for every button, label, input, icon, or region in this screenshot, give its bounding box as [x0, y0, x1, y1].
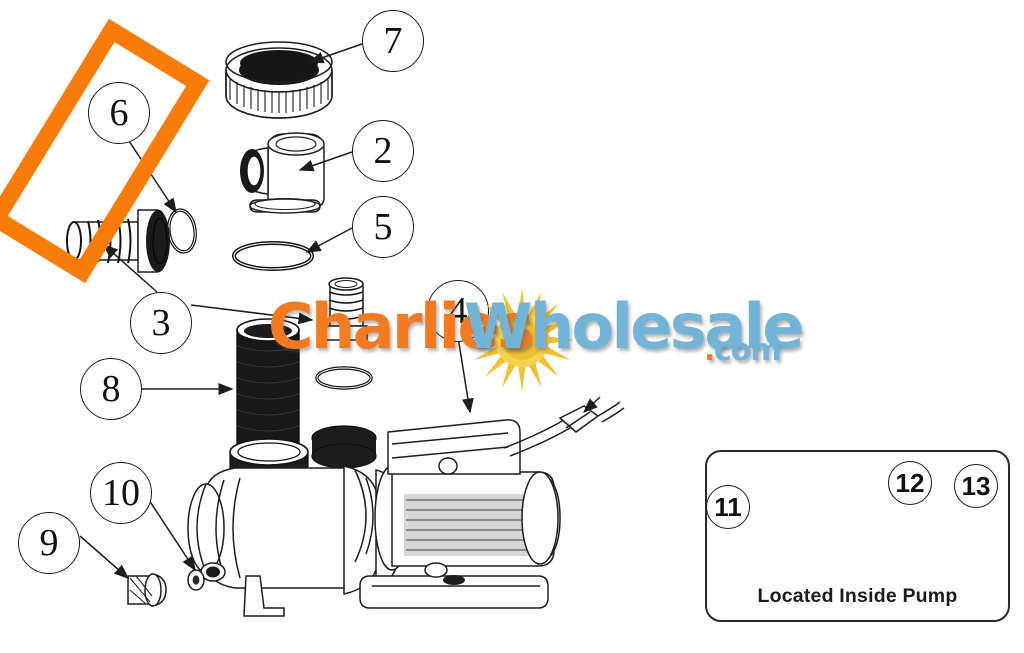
leader-2 — [298, 151, 353, 172]
callout-label: 3 — [151, 302, 171, 344]
leader-9 — [79, 535, 130, 579]
callout-4: 4 — [427, 280, 489, 342]
part-threaded-lid-ring — [225, 41, 333, 119]
leader-7 — [308, 43, 363, 64]
callout-label: 13 — [961, 471, 991, 501]
part-elbow-fitting — [240, 132, 325, 214]
callout-label: 5 — [373, 206, 393, 248]
leader-cord — [582, 396, 601, 414]
callout-8: 8 — [80, 358, 142, 420]
callout-label: 11 — [714, 492, 742, 522]
callout-7: 7 — [362, 10, 424, 72]
part-washer — [187, 569, 205, 591]
callout-label: 8 — [101, 368, 121, 410]
callout-3: 3 — [130, 292, 192, 354]
part-o-ring-large — [232, 241, 314, 271]
callout-label: 10 — [102, 472, 140, 514]
part-suction-barb — [325, 277, 368, 341]
callout-label: 4 — [448, 290, 468, 332]
callout-11: 11 — [706, 485, 750, 529]
inset-caption: Located Inside Pump — [757, 585, 958, 607]
callout-label: 2 — [373, 130, 393, 172]
callout-10: 10 — [90, 462, 152, 524]
part-drain-plug — [127, 573, 167, 607]
callout-label: 6 — [109, 92, 129, 134]
callout-6: 6 — [88, 82, 150, 144]
leader-5 — [305, 227, 353, 253]
callout-2: 2 — [352, 120, 414, 182]
callout-12: 12 — [888, 461, 932, 505]
leader-10 — [146, 496, 196, 572]
callout-label: 12 — [895, 468, 925, 498]
callout-9: 9 — [18, 512, 80, 574]
part-barbed-hose-adapter — [66, 209, 170, 273]
part-o-ring-medium — [315, 366, 373, 390]
callout-label: 7 — [383, 20, 403, 62]
callout-5: 5 — [352, 196, 414, 258]
leader-3a — [190, 304, 314, 325]
leader-3b — [102, 244, 158, 293]
callout-13: 13 — [954, 464, 998, 508]
leader-6 — [126, 137, 177, 214]
part-pump-assembly — [187, 419, 561, 617]
callout-label: 9 — [39, 522, 59, 564]
